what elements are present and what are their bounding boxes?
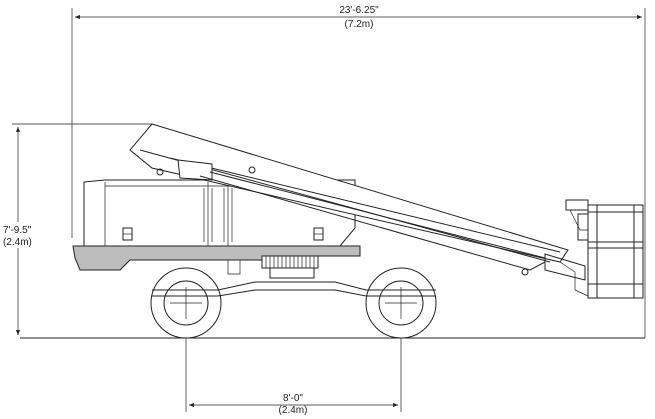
stowed-height-dimension: 7'-9.5" (2.4m) bbox=[2, 123, 152, 335]
axle-frame bbox=[152, 281, 436, 297]
front-wheel bbox=[365, 267, 437, 339]
stowed-height-imperial: 7'-9.5" bbox=[3, 225, 32, 236]
rear-wheel bbox=[150, 267, 222, 339]
overall-length-imperial: 23'-6.25" bbox=[339, 5, 379, 16]
wheelbase-metric: (2.4m) bbox=[279, 405, 308, 416]
turntable-bearing bbox=[261, 255, 319, 279]
overall-length-metric: (7.2m) bbox=[345, 19, 374, 30]
work-platform bbox=[565, 199, 644, 299]
stowed-height-metric: (2.4m) bbox=[3, 237, 32, 248]
overall-length-dimension: 23'-6.25" (7.2m) bbox=[71, 5, 646, 338]
wheelbase-imperial: 8'-0" bbox=[283, 393, 303, 404]
telescopic-boom bbox=[129, 123, 589, 297]
